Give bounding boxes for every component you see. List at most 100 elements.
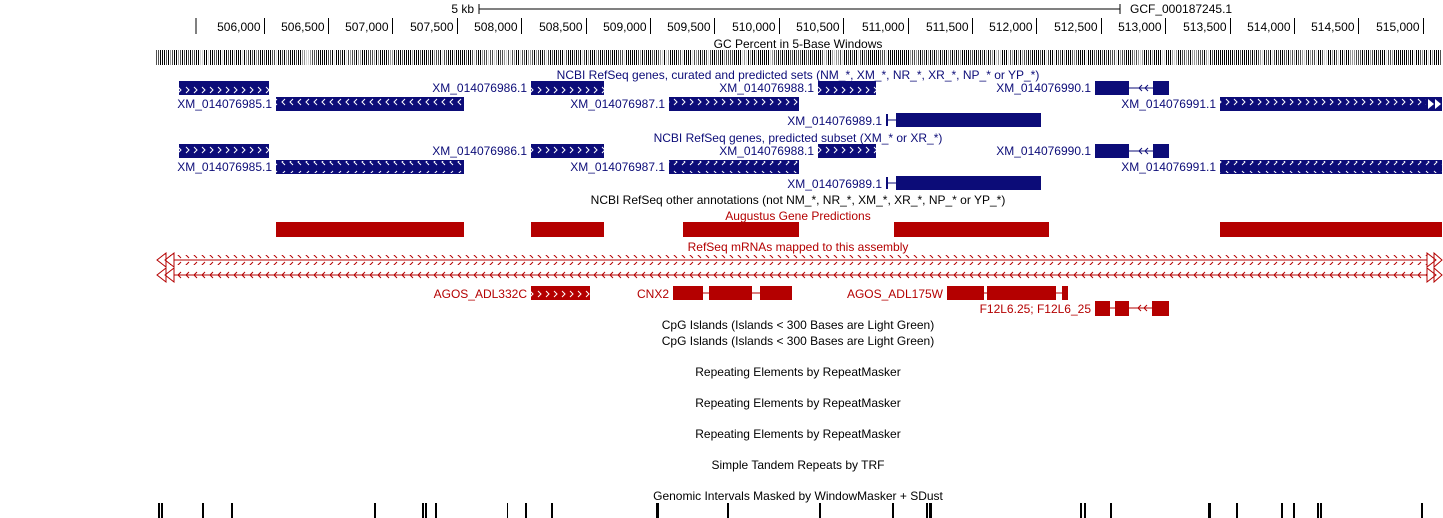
masked-interval[interactable]: [727, 503, 729, 518]
gc-window-bar: [916, 50, 917, 65]
mrna-alignment-line[interactable]: [156, 266, 1443, 284]
refseq-curated-track[interactable]: XM_014076985.1 XM_014076986.1 XM_0140769…: [177, 81, 1442, 128]
masked-interval[interactable]: [1110, 503, 1112, 518]
refseq-curated-track-title[interactable]: NCBI RefSeq genes, curated and predicted…: [557, 68, 1040, 82]
gene-block[interactable]: [896, 176, 1041, 190]
gc-window-bar: [410, 50, 411, 65]
scale-bar-label: 5 kb: [451, 2, 474, 16]
mrna-block[interactable]: [987, 286, 1056, 300]
gc-percent-track[interactable]: [156, 50, 1441, 65]
mrna-label[interactable]: AGOS_ADL332C: [434, 287, 528, 301]
prediction-block[interactable]: [276, 222, 464, 237]
mrna-block[interactable]: [947, 286, 984, 300]
masked-interval[interactable]: [1084, 503, 1086, 518]
mrna-label[interactable]: F12L6.25; F12L6_25: [980, 302, 1092, 316]
gc-percent-track-title[interactable]: GC Percent in 5-Base Windows: [714, 37, 883, 51]
augustus-track-title[interactable]: Augustus Gene Predictions: [725, 209, 870, 223]
gene-label[interactable]: XM_014076987.1: [570, 160, 665, 174]
gene-block[interactable]: [1153, 81, 1169, 95]
masked-interval[interactable]: [1293, 503, 1295, 518]
trf-track-title[interactable]: Simple Tandem Repeats by TRF: [712, 458, 885, 472]
gene-label[interactable]: XM_014076985.1: [177, 97, 272, 111]
gc-window-bar: [576, 50, 577, 65]
gc-window-bar: [756, 50, 757, 65]
cpg-islands-track-title[interactable]: CpG Islands (Islands < 300 Bases are Lig…: [662, 334, 934, 348]
masked-interval[interactable]: [819, 503, 821, 518]
gene-label[interactable]: XM_014076985.1: [177, 160, 272, 174]
gene-label[interactable]: XM_014076991.1: [1121, 97, 1216, 111]
gc-window-bar: [1058, 50, 1059, 65]
masked-interval[interactable]: [1236, 503, 1238, 518]
mrna-alignment-line[interactable]: [156, 251, 1443, 269]
windowmasker-track-title[interactable]: Genomic Intervals Masked by WindowMasker…: [653, 489, 943, 503]
gc-window-bar: [408, 50, 409, 65]
gene-block[interactable]: [896, 113, 1041, 127]
masked-interval[interactable]: [374, 503, 376, 518]
windowmasker-track[interactable]: [158, 503, 1423, 518]
masked-interval[interactable]: [231, 503, 233, 518]
gene-label[interactable]: XM_014076989.1: [787, 114, 882, 128]
masked-interval[interactable]: [656, 503, 659, 518]
repeatmasker-track-title[interactable]: Repeating Elements by RepeatMasker: [695, 396, 900, 410]
repeatmasker-track-title[interactable]: Repeating Elements by RepeatMasker: [695, 427, 900, 441]
masked-interval[interactable]: [1320, 503, 1322, 518]
refseq-predicted-track-title[interactable]: NCBI RefSeq genes, predicted subset (XM_…: [654, 131, 943, 145]
masked-interval[interactable]: [892, 503, 894, 518]
mrna-block[interactable]: [673, 286, 703, 300]
masked-interval[interactable]: [422, 503, 424, 518]
masked-interval[interactable]: [1421, 503, 1423, 518]
gene-label[interactable]: XM_014076991.1: [1121, 160, 1216, 174]
gc-window-bar: [650, 50, 651, 65]
prediction-block[interactable]: [531, 222, 604, 237]
mrna-label[interactable]: AGOS_ADL175W: [847, 287, 944, 301]
refseq-mrna-track-title[interactable]: RefSeq mRNAs mapped to this assembly: [688, 240, 909, 254]
gene-block[interactable]: [1095, 144, 1129, 158]
masked-interval[interactable]: [425, 503, 427, 518]
gc-window-bar: [848, 50, 849, 65]
gene-label[interactable]: XM_014076988.1: [719, 144, 814, 158]
gc-window-bar: [1082, 50, 1083, 65]
mrna-block[interactable]: [709, 286, 752, 300]
gene-label[interactable]: XM_014076987.1: [570, 97, 665, 111]
gc-window-bar: [750, 50, 751, 65]
repeatmasker-track-title[interactable]: Repeating Elements by RepeatMasker: [695, 365, 900, 379]
masked-interval[interactable]: [1281, 503, 1283, 518]
masked-interval[interactable]: [1317, 503, 1319, 518]
augustus-track[interactable]: [276, 222, 1442, 237]
gene-block[interactable]: [1095, 81, 1129, 95]
gene-label[interactable]: XM_014076986.1: [432, 144, 527, 158]
gene-label[interactable]: XM_014076989.1: [787, 177, 882, 191]
gc-window-bar: [1020, 50, 1021, 65]
masked-interval[interactable]: [435, 503, 437, 518]
masked-interval[interactable]: [551, 503, 553, 518]
masked-interval[interactable]: [161, 503, 163, 518]
gene-block[interactable]: [1153, 144, 1169, 158]
mrna-label[interactable]: CNX2: [637, 287, 669, 301]
mrna-block[interactable]: [1095, 301, 1110, 316]
prediction-block[interactable]: [1220, 222, 1442, 237]
mrna-block[interactable]: [1062, 286, 1068, 300]
masked-interval[interactable]: [525, 503, 527, 518]
mrna-block[interactable]: [1152, 301, 1169, 316]
masked-interval[interactable]: [507, 503, 508, 518]
prediction-block[interactable]: [683, 222, 799, 237]
refseq-predicted-track[interactable]: XM_014076985.1 XM_014076986.1 XM_0140769…: [177, 144, 1442, 191]
masked-interval[interactable]: [926, 503, 928, 518]
masked-interval[interactable]: [1080, 503, 1082, 518]
gene-label[interactable]: XM_014076990.1: [996, 144, 1091, 158]
prediction-block[interactable]: [894, 222, 1049, 237]
masked-interval[interactable]: [929, 503, 932, 518]
gene-label[interactable]: XM_014076988.1: [719, 81, 814, 95]
cpg-islands-track-title[interactable]: CpG Islands (Islands < 300 Bases are Lig…: [662, 318, 934, 332]
gene-label[interactable]: XM_014076986.1: [432, 81, 527, 95]
masked-interval[interactable]: [1208, 503, 1211, 518]
gc-window-bar: [1122, 50, 1123, 65]
gene-label[interactable]: XM_014076990.1: [996, 81, 1091, 95]
mrna-block[interactable]: [760, 286, 792, 300]
masked-interval[interactable]: [202, 503, 204, 518]
masked-interval[interactable]: [158, 503, 160, 518]
mrna-block[interactable]: [1115, 301, 1129, 316]
refseq-mrna-track[interactable]: AGOS_ADL332C CNX2 AGOS_ADL175W F12L6.25;…: [156, 251, 1443, 316]
refseq-other-track-title[interactable]: NCBI RefSeq other annotations (not NM_*,…: [591, 193, 1006, 207]
